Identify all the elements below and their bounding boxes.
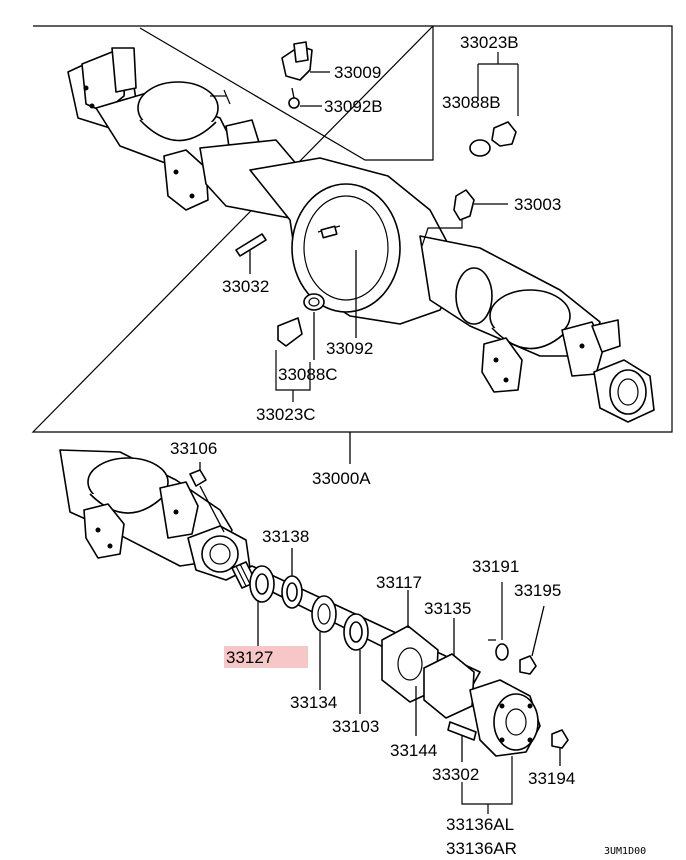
part-33092b-bolt: [288, 87, 322, 109]
label-33092[interactable]: 33092: [326, 339, 373, 358]
label-33191[interactable]: 33191: [472, 557, 519, 576]
label-33127[interactable]: 33127: [226, 648, 273, 667]
part-33136-hub: [461, 679, 541, 814]
part-33135-retainer: [415, 618, 475, 736]
label-33088b[interactable]: 33088B: [442, 93, 501, 112]
label-33194[interactable]: 33194: [528, 769, 575, 788]
part-33127-bearing: [249, 565, 275, 648]
label-33092b[interactable]: 33092B: [324, 97, 383, 116]
part-33106-bolt: [189, 462, 225, 533]
highlight-33127: [224, 646, 308, 668]
label-33135[interactable]: 33135: [424, 599, 471, 618]
label-33000a[interactable]: 33000A: [312, 469, 371, 488]
part-33195-nut: [519, 605, 545, 675]
part-33302-bolt: [447, 721, 477, 762]
label-33195[interactable]: 33195: [514, 581, 561, 600]
label-33103[interactable]: 33103: [332, 717, 379, 736]
label-33003[interactable]: 33003: [514, 195, 561, 214]
housing-assembly-box: [31, 25, 673, 433]
figure-code: 3UM1D00: [604, 846, 646, 857]
part-33138-seal: [281, 548, 303, 609]
label-33134[interactable]: 33134: [290, 693, 337, 712]
lower-housing-end: [59, 449, 251, 581]
part-33003-breather: [421, 189, 508, 247]
part-33194-nut: [551, 729, 569, 766]
label-33144[interactable]: 33144: [390, 741, 437, 760]
part-33103-ring: [343, 613, 369, 714]
part-33191-washer: [488, 582, 509, 661]
label-33023b[interactable]: 33023B: [460, 33, 519, 52]
label-33009[interactable]: 33009: [334, 63, 381, 82]
label-33136al[interactable]: 33136AL: [446, 815, 514, 834]
part-33032-stud: [235, 233, 267, 274]
label-33032[interactable]: 33032: [222, 277, 269, 296]
label-33138[interactable]: 33138: [262, 527, 309, 546]
label-33023c[interactable]: 33023C: [256, 405, 316, 424]
part-33009-bracket: [281, 41, 330, 81]
label-33088c[interactable]: 33088C: [278, 365, 338, 384]
label-33106[interactable]: 33106: [170, 439, 217, 458]
label-33136ar[interactable]: 33136AR: [446, 839, 517, 858]
label-33302[interactable]: 33302: [432, 765, 479, 784]
part-33088c-plug: [275, 317, 311, 402]
part-33134-collar: [311, 595, 337, 690]
label-33117[interactable]: 33117: [376, 573, 422, 592]
axle-housing: [67, 47, 655, 423]
part-33088b-plug: [469, 52, 519, 157]
part-33092-gasket: [303, 250, 357, 360]
